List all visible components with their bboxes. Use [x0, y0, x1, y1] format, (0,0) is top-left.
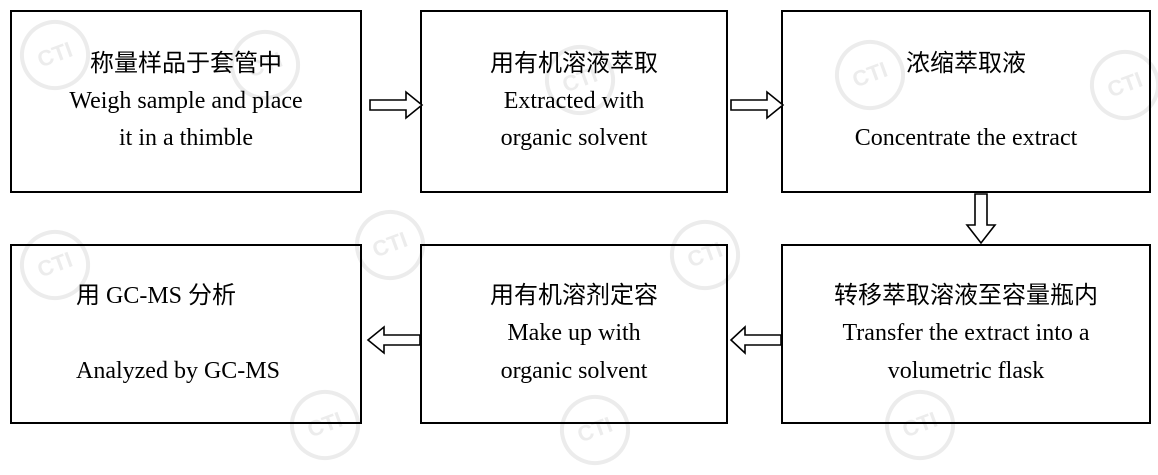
step-extract-zh: 用有机溶液萃取: [490, 50, 658, 77]
step-analyze-en-line2: Analyzed by GC-MS: [76, 357, 280, 384]
arrow-down-icon: [965, 193, 997, 245]
step-transfer-box: 转移萃取溶液至容量瓶内 Transfer the extract into a …: [781, 244, 1151, 424]
step-make-up-zh: 用有机溶剂定容: [490, 283, 658, 310]
step-concentrate-box: 浓缩萃取液 Concentrate the extract: [781, 10, 1151, 193]
arrow-right-icon: [730, 90, 785, 120]
step-analyze-box: 用 GC-MS 分析 Analyzed by GC-MS: [10, 244, 362, 424]
step-extract-en-line1: Extracted with: [503, 87, 645, 114]
step-make-up-box: 用有机溶剂定容 Make up with organic solvent: [420, 244, 728, 424]
arrow-left-icon: [729, 325, 782, 355]
step-weigh-sample-en-line2: it in a thimble: [119, 125, 253, 152]
step-analyze-zh: 用 GC-MS 分析: [76, 283, 237, 310]
step-weigh-sample-en-line1: Weigh sample and place: [69, 87, 303, 114]
step-weigh-sample-zh: 称量样品于套管中: [90, 50, 282, 77]
step-transfer-zh: 转移萃取溶液至容量瓶内: [834, 283, 1098, 310]
step-concentrate-en-line2: Concentrate the extract: [854, 125, 1078, 151]
step-transfer-en-line1: Transfer the extract into a: [842, 320, 1090, 347]
step-weigh-sample-box: 称量样品于套管中 Weigh sample and place it in a …: [10, 10, 362, 193]
step-concentrate-zh: 浓缩萃取液: [906, 50, 1026, 77]
arrow-left-icon: [366, 325, 421, 355]
step-make-up-en-line1: Make up with: [507, 320, 641, 347]
step-extract-box: 用有机溶液萃取 Extracted with organic solvent: [420, 10, 728, 193]
step-make-up-en-line2: organic solvent: [500, 357, 648, 384]
step-transfer-en-line2: volumetric flask: [887, 357, 1045, 384]
arrow-right-icon: [369, 90, 424, 120]
step-extract-en-line2: organic solvent: [500, 125, 648, 152]
